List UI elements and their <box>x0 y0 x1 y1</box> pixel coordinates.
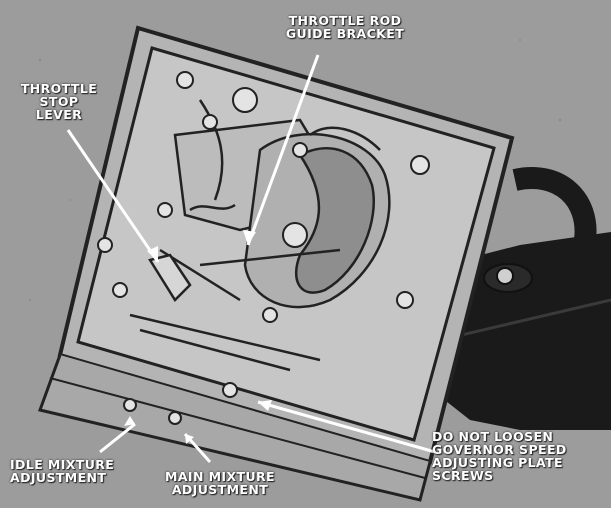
label-idle-mixture-adjustment: IDLE MIXTURE ADJUSTMENT <box>10 458 114 484</box>
label-throttle-stop-lever: THROTTLE STOP LEVER <box>16 82 102 121</box>
label-throttle-rod-guide-bracket: THROTTLE ROD GUIDE BRACKET <box>270 14 420 40</box>
label-governor-screws-warning: DO NOT LOOSEN GOVERNOR SPEED ADJUSTING P… <box>432 430 567 482</box>
label-main-mixture-adjustment: MAIN MIXTURE ADJUSTMENT <box>150 470 290 496</box>
